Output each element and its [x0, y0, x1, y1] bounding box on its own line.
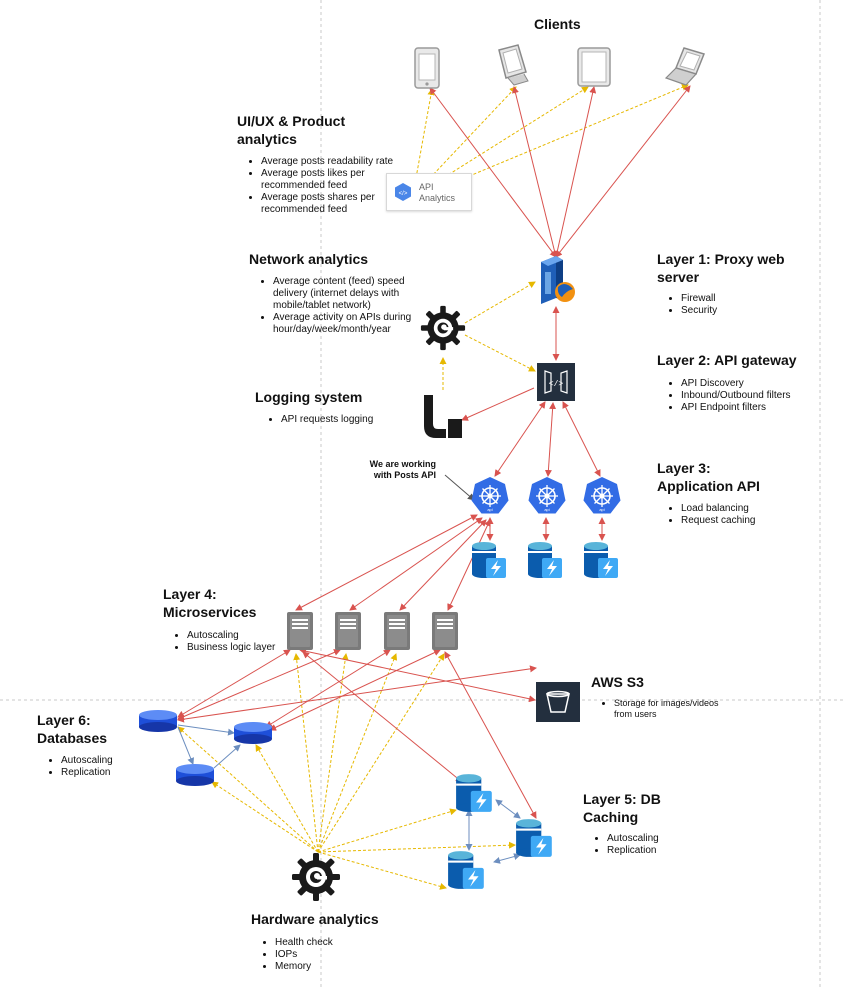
- api-analytics-icon: </>: [395, 183, 411, 201]
- microservice-server-icon: [384, 612, 410, 650]
- request-arrows: [177, 85, 691, 819]
- api-pod-icon: [470, 476, 510, 515]
- aws-s3-list: Storage for images/videos from users: [594, 698, 734, 720]
- layer1-title: Layer 1: Proxy web server: [657, 250, 785, 286]
- layer6-title-line2: Databases: [37, 730, 108, 746]
- layer5-list: Autoscaling Replication: [587, 833, 707, 857]
- database-icon: [139, 710, 177, 732]
- list-item: Autoscaling: [187, 630, 287, 642]
- layer2-list: API Discovery Inbound/Outbound filters A…: [661, 378, 831, 414]
- layer3-title-line2: Application API: [657, 478, 760, 494]
- svg-text:</>: </>: [549, 380, 564, 389]
- cache-db-icon: [528, 542, 562, 578]
- list-item: Average posts likes per recommended feed: [261, 168, 399, 192]
- list-item: Replication: [607, 845, 707, 857]
- proxy-server-icon: [541, 256, 575, 304]
- layer4-title: Layer 4: Microservices: [163, 585, 256, 621]
- list-item: Memory: [275, 961, 395, 973]
- database-icon: [176, 764, 214, 786]
- network-list: Average content (feed) speed delivery (i…: [253, 276, 421, 336]
- layer3-title: Layer 3: Application API: [657, 459, 760, 495]
- uiux-title-line1: UI/UX & Product: [237, 113, 346, 129]
- list-item: Load balancing: [681, 503, 821, 515]
- list-item: Autoscaling: [61, 755, 161, 767]
- database-icon: [234, 722, 272, 744]
- list-item: Security: [681, 305, 821, 317]
- list-item: Average content (feed) speed delivery (i…: [273, 276, 421, 312]
- layer1-title-line1: Layer 1: Proxy web: [657, 251, 785, 267]
- list-item: Storage for images/videos from users: [614, 698, 734, 720]
- api-analytics-box: </> API Analytics: [386, 173, 472, 211]
- cache-db-icon: [448, 851, 484, 889]
- cache-db-icon: [516, 819, 552, 857]
- list-item: Average posts readability rate: [261, 156, 399, 168]
- logging-title: Logging system: [255, 389, 363, 405]
- hardware-title: Hardware analytics: [251, 911, 379, 927]
- note-pointer-arrow: [444, 474, 475, 501]
- network-title: Network analytics: [249, 251, 369, 267]
- microservice-server-icon: [432, 612, 458, 650]
- grafana-network-icon: [420, 305, 466, 351]
- posts-api-note: We are working with Posts API: [340, 459, 436, 481]
- phone-icon: [414, 47, 440, 89]
- api-pod-icon: [582, 476, 622, 515]
- posts-note-line2: with Posts API: [373, 470, 436, 480]
- layer6-list: Autoscaling Replication: [41, 755, 161, 779]
- list-item: Average posts shares per recommended fee…: [261, 192, 399, 216]
- logging-list: API requests logging: [261, 414, 411, 426]
- layer5-title: Layer 5: DB Caching: [583, 790, 661, 826]
- cache-db-icon: [456, 774, 492, 812]
- microservice-server-icon: [287, 612, 313, 650]
- layer6-title: Layer 6: Databases: [37, 711, 107, 747]
- tablet-icon: [577, 47, 611, 87]
- api-pod-icon: [527, 476, 567, 515]
- api-analytics-line1: API: [419, 182, 434, 192]
- list-item: Request caching: [681, 515, 821, 527]
- layer4-title-line1: Layer 4:: [163, 586, 217, 602]
- list-item: Average activity on APIs during hour/day…: [273, 312, 421, 336]
- list-item: Inbound/Outbound filters: [681, 390, 831, 402]
- list-item: Business logic layer: [187, 642, 287, 654]
- list-item: API requests logging: [281, 414, 411, 426]
- layer5-title-line2: Caching: [583, 809, 639, 825]
- layer4-title-line2: Microservices: [163, 604, 257, 620]
- list-item: API Endpoint filters: [681, 402, 831, 414]
- layer1-title-line2: server: [657, 269, 700, 285]
- layer1-list: Firewall Security: [661, 293, 821, 317]
- layer3-title-line1: Layer 3:: [657, 460, 711, 476]
- aws-s3-title: AWS S3: [591, 674, 644, 690]
- api-analytics-line2: Analytics: [419, 193, 456, 203]
- logging-logo-icon: [424, 395, 462, 438]
- microservice-server-icon: [335, 612, 361, 650]
- list-item: Autoscaling: [607, 833, 707, 845]
- laptop-icon: [664, 47, 706, 86]
- list-item: Replication: [61, 767, 161, 779]
- desktop-icon: [498, 44, 529, 86]
- uiux-title: UI/UX & Product analytics: [237, 112, 345, 148]
- list-item: Health check: [275, 937, 395, 949]
- api-gateway-icon: </>: [537, 363, 575, 401]
- s3-bucket-icon: [536, 682, 580, 722]
- clients-title: Clients: [534, 16, 581, 32]
- list-item: Firewall: [681, 293, 821, 305]
- replication-arrows: [177, 724, 521, 864]
- layer2-title: Layer 2: API gateway: [657, 352, 797, 368]
- uiux-list: Average posts readability rate Average p…: [241, 156, 399, 216]
- hardware-list: Health check IOPs Memory: [255, 937, 395, 973]
- layer4-list: Autoscaling Business logic layer: [167, 630, 287, 654]
- posts-note-line1: We are working: [369, 459, 436, 469]
- grafana-hardware-icon: [292, 853, 340, 901]
- layer3-list: Load balancing Request caching: [661, 503, 821, 527]
- list-item: API Discovery: [681, 378, 831, 390]
- layer5-title-line1: Layer 5: DB: [583, 791, 661, 807]
- svg-text:</>: </>: [399, 191, 408, 197]
- cache-db-icon: [472, 542, 506, 578]
- layer6-title-line1: Layer 6:: [37, 712, 91, 728]
- uiux-title-line2: analytics: [237, 131, 297, 147]
- list-item: IOPs: [275, 949, 395, 961]
- cache-db-icon: [584, 542, 618, 578]
